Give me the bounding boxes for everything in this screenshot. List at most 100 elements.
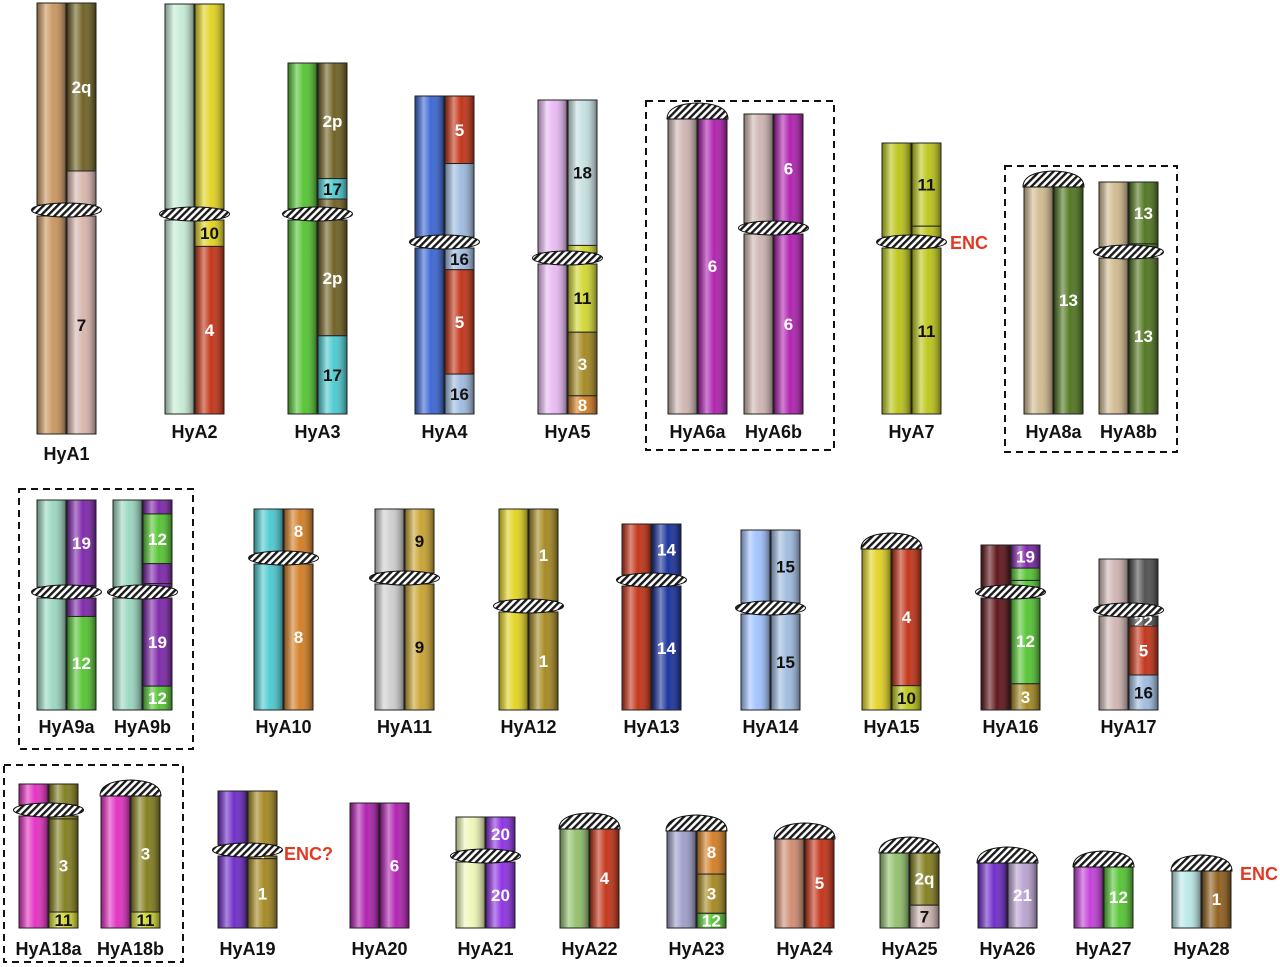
chromosome-label: HyA7 xyxy=(888,422,934,442)
segment-shading xyxy=(248,858,277,928)
segment-shading xyxy=(667,830,696,928)
segment-shading xyxy=(1129,626,1158,675)
segment-shading xyxy=(652,586,681,710)
centromere xyxy=(31,202,102,218)
segment-label: 12 xyxy=(148,530,167,549)
segment-outline xyxy=(1010,683,1041,711)
segment-label: 8 xyxy=(294,522,303,541)
centromere-cap xyxy=(976,846,1039,864)
segment-label: 10 xyxy=(200,224,219,243)
centromere xyxy=(616,572,687,588)
segment-label: 15 xyxy=(776,558,795,577)
segment-shading xyxy=(590,828,619,928)
segment-label: 5 xyxy=(455,313,464,332)
segment-label: 19 xyxy=(1016,548,1035,567)
centromere-cap xyxy=(1170,854,1233,872)
segment-outline xyxy=(142,685,173,711)
segment-shading xyxy=(1104,866,1133,928)
segment-shading xyxy=(131,795,160,913)
chromosome-label: HyA28 xyxy=(1173,939,1229,959)
segment-outline xyxy=(1128,674,1159,711)
segment-label: 16 xyxy=(1134,684,1153,703)
segment-outline xyxy=(909,904,940,929)
segment-shading xyxy=(1011,568,1040,581)
segment-shading xyxy=(415,248,444,414)
group-box-hya6 xyxy=(645,100,835,451)
segment-shading xyxy=(538,100,567,253)
segment-shading xyxy=(165,4,194,209)
segment-shading xyxy=(486,862,515,928)
segment-label: 4 xyxy=(902,608,912,627)
segment-shading xyxy=(143,686,172,710)
centromere xyxy=(876,234,947,250)
segment-shading xyxy=(131,912,160,928)
segment-outline xyxy=(194,245,225,415)
segment-shading xyxy=(499,612,528,710)
segment-label: 1 xyxy=(539,546,548,565)
segment-label: 6 xyxy=(784,160,793,179)
centromere xyxy=(31,584,102,600)
centromere-cap xyxy=(558,812,621,830)
segment-shading xyxy=(697,874,726,914)
centromere xyxy=(1093,244,1164,260)
segment-label: 17 xyxy=(323,366,342,385)
segment-label: 18 xyxy=(573,164,592,183)
segment-label: 10 xyxy=(897,689,916,708)
segment-shading xyxy=(1099,559,1128,605)
segment-outline xyxy=(444,373,475,415)
segment-label: 3 xyxy=(1021,688,1030,707)
segment-shading xyxy=(49,784,78,805)
centromere-cap xyxy=(860,532,923,550)
segment-shading xyxy=(1099,182,1128,247)
segment-label: 7 xyxy=(920,908,929,927)
centromere xyxy=(248,550,319,566)
segment-shading xyxy=(805,838,834,928)
chromosome-label: HyA8b xyxy=(1100,422,1157,442)
segment-shading xyxy=(741,530,770,603)
chromosome-label: HyA22 xyxy=(561,939,617,959)
segment-shading xyxy=(499,509,528,601)
segment-label: 3 xyxy=(578,355,587,374)
group-box-hya8 xyxy=(1004,165,1178,453)
segment-outline xyxy=(48,911,79,929)
segment-shading xyxy=(774,114,803,223)
centromere-cap xyxy=(1022,170,1085,188)
segment-shading xyxy=(67,500,96,586)
segment-label: 12 xyxy=(1109,888,1128,907)
segment-shading xyxy=(910,905,939,928)
centromere-cap xyxy=(878,836,941,854)
segment-shading xyxy=(912,143,941,227)
segment-shading xyxy=(37,500,66,587)
segment-label: 4 xyxy=(600,869,610,888)
segment-shading xyxy=(67,216,96,434)
segment-shading xyxy=(622,586,651,710)
segment-label: 5 xyxy=(815,874,824,893)
segment-shading xyxy=(1129,616,1158,626)
segment-shading xyxy=(375,509,404,573)
segment-shading xyxy=(37,216,66,434)
segment-label: 12 xyxy=(148,689,167,708)
chromosome-label: HyA16 xyxy=(982,717,1038,737)
segment-shading xyxy=(697,830,726,875)
segment-shading xyxy=(771,614,800,710)
segment-outline xyxy=(349,802,380,929)
segment-shading xyxy=(380,803,409,928)
chromosome-label: HyA2 xyxy=(171,422,217,442)
segment-label: 20 xyxy=(491,825,510,844)
segment-shading xyxy=(697,913,726,928)
enc-label-hya7: ENC xyxy=(950,233,988,253)
segment-label: 5 xyxy=(1139,642,1148,661)
centromere xyxy=(975,584,1046,600)
segment-shading xyxy=(143,513,172,564)
segment-label: 8 xyxy=(294,628,303,647)
segment-label: 11 xyxy=(574,289,592,308)
